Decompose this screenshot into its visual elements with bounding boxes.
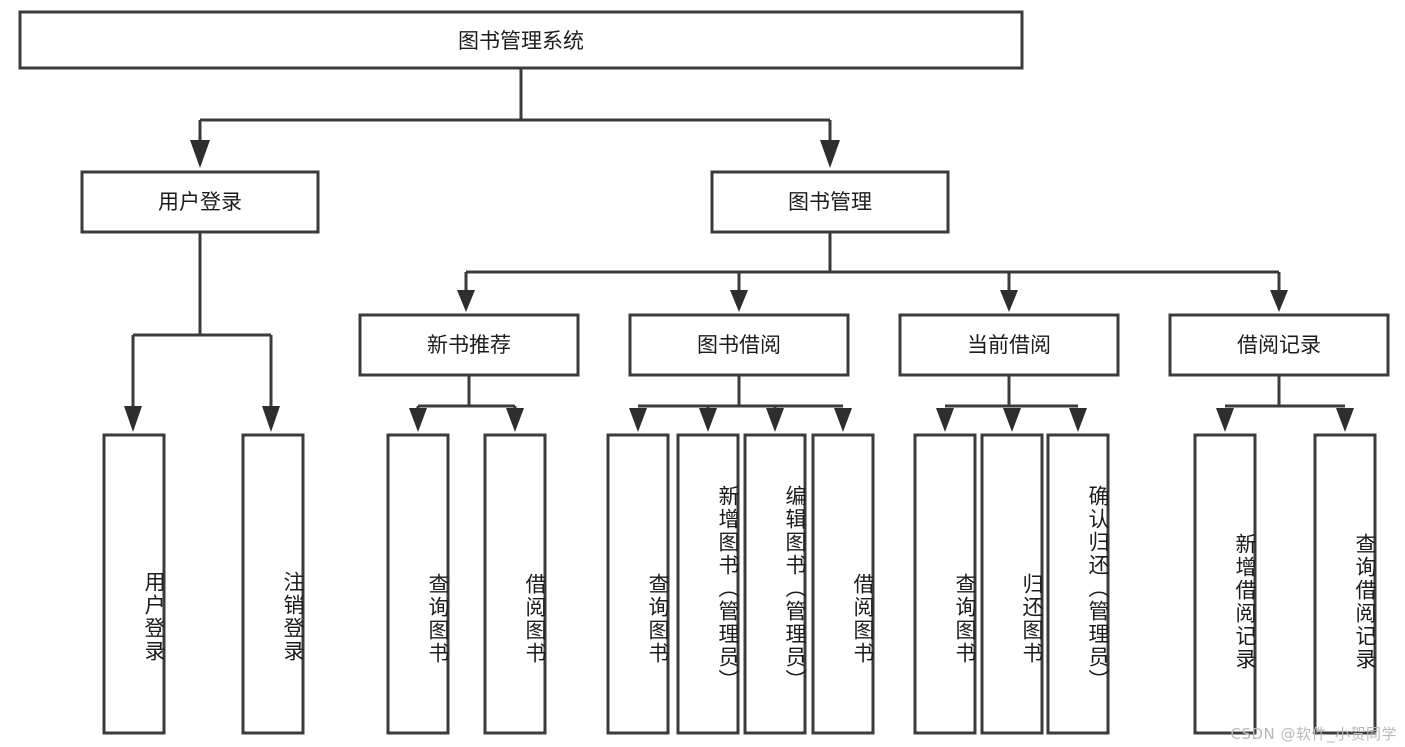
node-book-borrow[interactable]: 图书借阅	[628, 313, 850, 377]
node-user-login-box[interactable]	[80, 170, 320, 234]
connector-group-user-login	[124, 232, 280, 432]
arrowhead-return-book	[1003, 408, 1021, 432]
node-user-login-label: 用户登录	[158, 190, 242, 214]
node-borrow-record[interactable]: 借阅记录	[1168, 313, 1390, 377]
node-book-borrow-box[interactable]	[628, 313, 850, 377]
leaf-box-edit-book[interactable]	[743, 433, 807, 735]
leaf-box-add-book[interactable]	[676, 433, 740, 735]
arrowhead-current-borrow	[1000, 290, 1018, 312]
connector-group-borrow-record	[1216, 375, 1354, 432]
arrowhead-new-book-rec	[457, 290, 475, 312]
arrowhead-edit-book	[766, 408, 784, 432]
leaf-box-add-record[interactable]	[1193, 433, 1257, 735]
node-new-book-recommend[interactable]: 新书推荐	[358, 313, 580, 377]
connector-group-root	[190, 68, 840, 168]
csdn-watermark: CSDN @软件_小贺同学	[1230, 725, 1397, 743]
node-user-login[interactable]: 用户登录	[80, 170, 320, 234]
leaf-box-return-book[interactable]	[980, 433, 1044, 735]
node-book-borrow-label: 图书借阅	[697, 333, 781, 357]
connector-group-current-borrow	[936, 375, 1087, 432]
leaf-box-query-record[interactable]	[1313, 433, 1377, 735]
connector-group-book-borrow	[629, 375, 852, 432]
leaf-box-logout[interactable]	[241, 433, 305, 735]
node-current-borrow-label: 当前借阅	[967, 333, 1051, 357]
arrowhead-book-borrow	[730, 290, 748, 312]
arrowhead-borrow-book-2	[834, 408, 852, 432]
leaf-box-query-book-1[interactable]	[386, 433, 450, 735]
connector-group-new-book-rec	[409, 375, 524, 432]
leaf-box-borrow-book-2[interactable]	[811, 433, 875, 735]
arrowhead-query-record	[1336, 408, 1354, 432]
node-borrow-record-box[interactable]	[1168, 313, 1390, 377]
leaf-node-boxes	[102, 433, 1377, 735]
arrowhead-confirm-return	[1069, 408, 1087, 432]
arrowhead-user-login	[190, 140, 210, 168]
arrowhead-borrow-record	[1270, 290, 1288, 312]
leaf-box-query-book-2[interactable]	[606, 433, 670, 735]
node-current-borrow[interactable]: 当前借阅	[898, 313, 1120, 377]
node-current-borrow-box[interactable]	[898, 313, 1120, 377]
arrowhead-query-book-2	[629, 408, 647, 432]
node-root-box[interactable]	[18, 10, 1024, 70]
connector-group-book-mgmt	[457, 232, 1288, 312]
leaf-box-borrow-book-1[interactable]	[483, 433, 547, 735]
arrowhead-leaf-user-login	[124, 406, 142, 432]
node-root[interactable]: 图书管理系统	[18, 10, 1024, 70]
node-new-book-recommend-label: 新书推荐	[427, 333, 511, 357]
arrowhead-borrow-book-1	[506, 408, 524, 432]
arrowhead-leaf-logout	[262, 406, 280, 432]
node-new-book-recommend-box[interactable]	[358, 313, 580, 377]
arrowhead-add-record	[1216, 408, 1234, 432]
arrowhead-query-book-3	[936, 408, 954, 432]
node-root-label: 图书管理系统	[458, 29, 584, 53]
node-borrow-record-label: 借阅记录	[1237, 333, 1321, 357]
leaf-box-user-login[interactable]	[102, 433, 166, 735]
arrowhead-query-book-1	[409, 408, 427, 432]
arrowhead-add-book	[699, 408, 717, 432]
leaf-box-query-book-3[interactable]	[913, 433, 977, 735]
arrowhead-book-mgmt	[820, 140, 840, 168]
node-book-management-box[interactable]	[710, 170, 950, 234]
node-book-management-label: 图书管理	[788, 190, 872, 214]
node-book-management[interactable]: 图书管理	[710, 170, 950, 234]
leaf-box-confirm-return[interactable]	[1046, 433, 1110, 735]
